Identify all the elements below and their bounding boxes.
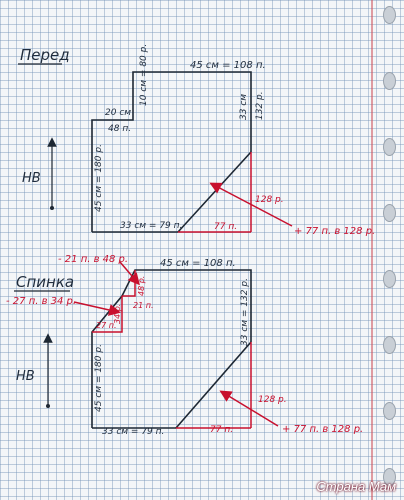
back-note-lower-arrow: [73, 301, 121, 316]
back-small-label-b: 21 п.: [133, 301, 154, 310]
back-red-step-lower: [92, 296, 123, 333]
back-left-side-label: 45 см = 180 р.: [94, 344, 104, 412]
back-top-label: 45 см = 108 п.: [160, 258, 236, 269]
back-bottom-left-label: 33 см = 79 п.: [102, 427, 164, 437]
front-direction-label: НВ: [22, 171, 41, 186]
back-red-note: + 77 п. в 128 р.: [282, 424, 363, 435]
binder-hole: [383, 468, 396, 486]
front-outline: [91, 71, 252, 232]
front-step-lower-label-a: 20 см: [105, 108, 131, 118]
back-right-side-label: 33 см = 132 р.: [240, 278, 250, 346]
front-arrow-dot: [50, 206, 54, 210]
binder-hole: [383, 402, 396, 420]
front-top-label: 45 см = 108 п.: [190, 60, 266, 71]
front-right-side-label-a: 33 см: [239, 94, 249, 120]
back-title: Спинка: [16, 273, 74, 291]
front-right-side-label-b: 132 р.: [255, 91, 265, 120]
binder-hole: [383, 72, 396, 90]
back-small-label-d: 27 п.: [96, 321, 117, 330]
back-note-upper: - 21 п. в 48 р.: [58, 254, 128, 265]
back-small-label-c: 34 р.: [113, 304, 122, 324]
binder-hole: [383, 138, 396, 156]
front-red-height-label: 128 р.: [255, 195, 284, 205]
front-step-lower-label-b: 48 п.: [108, 124, 131, 134]
back-note-upper-arrow: [119, 261, 140, 286]
back-note-lower: - 27 п. в 34 р.: [6, 296, 76, 307]
binder-holes: [377, 0, 404, 500]
back-red-height-label: 128 р.: [258, 395, 287, 405]
front-step-upper-label: 10 см = 80 р.: [139, 44, 149, 106]
binder-hole: [383, 270, 396, 288]
back-neck-diagonal: [175, 341, 252, 429]
front-red-arrow: [209, 182, 293, 227]
front-bottom-left-label: 33 см = 79 п.: [120, 221, 182, 231]
front-red-note: + 77 п. в 128 р.: [294, 226, 375, 237]
back-red-arrow: [219, 390, 279, 427]
front-title: Перед: [20, 46, 70, 64]
binder-hole: [383, 336, 396, 354]
back-red-width-label: 77 п.: [210, 425, 233, 435]
back-small-label-a: 48 р.: [137, 276, 146, 296]
front-red-width-label: 77 п.: [214, 222, 237, 232]
back-direction-label: НВ: [16, 369, 35, 384]
site-watermark: Страна Мам: [316, 479, 396, 494]
front-left-side-label: 45 см = 180 р.: [94, 144, 104, 212]
binder-hole: [383, 204, 396, 222]
back-arrow-dot: [46, 404, 50, 408]
red-margin-line: [371, 0, 373, 500]
back-outline: [91, 269, 252, 428]
binder-hole: [383, 6, 396, 24]
front-neck-diagonal: [177, 151, 252, 233]
